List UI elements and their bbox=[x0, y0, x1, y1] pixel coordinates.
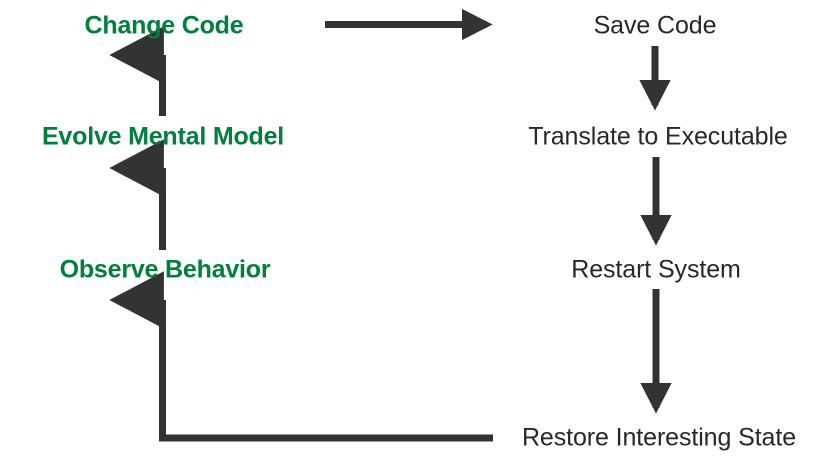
node-evolve-mental-model[interactable]: Evolve Mental Model bbox=[41, 122, 285, 151]
node-change-code[interactable]: Change Code bbox=[84, 11, 244, 40]
edge-restore-state-to-observe-behavior bbox=[109, 271, 493, 442]
node-save-code[interactable]: Save Code bbox=[593, 11, 717, 40]
node-restart-system[interactable]: Restart System bbox=[571, 255, 741, 284]
node-restore-interesting-state[interactable]: Restore Interesting State bbox=[521, 423, 797, 452]
node-observe-behavior[interactable]: Observe Behavior bbox=[59, 255, 271, 284]
node-translate-to-executable[interactable]: Translate to Executable bbox=[528, 122, 788, 151]
